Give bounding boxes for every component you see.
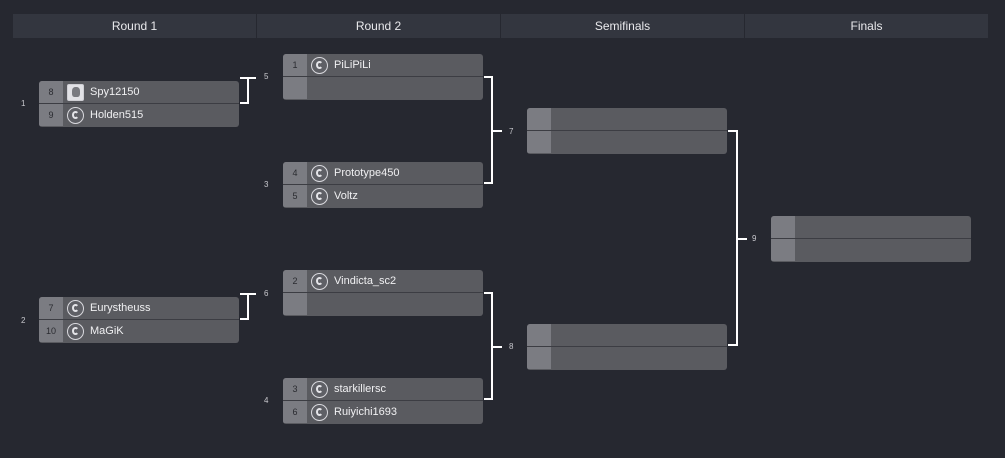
match-number: 2 xyxy=(21,316,26,325)
match-number: 4 xyxy=(264,396,269,405)
seed: 2 xyxy=(283,270,307,292)
match-5[interactable]: 1 PiLiPiLi xyxy=(283,54,483,100)
seed: 8 xyxy=(39,81,63,103)
bracket-connector xyxy=(493,130,502,132)
seed xyxy=(283,293,307,315)
bracket-connector xyxy=(484,76,493,184)
seed xyxy=(283,77,307,99)
match-number: 8 xyxy=(509,342,514,351)
divider xyxy=(283,76,483,77)
match-number: 9 xyxy=(752,234,757,243)
player-name: PiLiPiLi xyxy=(334,59,371,71)
match-7[interactable] xyxy=(527,108,727,154)
seed xyxy=(527,347,551,369)
round-header-round-1: Round 1 xyxy=(13,14,257,38)
divider xyxy=(527,346,727,347)
seed: 4 xyxy=(283,162,307,184)
match-2[interactable]: 7 Eurystheuss 10 MaGiK xyxy=(39,297,239,343)
player-name: Ruiyichi1693 xyxy=(334,406,397,418)
player-slot[interactable]: 7 Eurystheuss xyxy=(39,297,239,319)
player-name: MaGiK xyxy=(90,325,124,337)
divider xyxy=(39,103,239,104)
empty-player-slot[interactable] xyxy=(527,324,727,346)
terran-icon xyxy=(67,323,84,340)
divider xyxy=(283,400,483,401)
bracket-connector xyxy=(240,293,249,320)
avatar-icon xyxy=(67,84,84,101)
empty-player-slot[interactable] xyxy=(527,108,727,130)
player-slot[interactable]: 4 Prototype450 xyxy=(283,162,483,184)
player-name: Eurystheuss xyxy=(90,302,151,314)
player-slot[interactable]: 2 Vindicta_sc2 xyxy=(283,270,483,292)
divider xyxy=(283,184,483,185)
player-name: Spy12150 xyxy=(90,86,140,98)
empty-player-slot[interactable] xyxy=(283,77,483,99)
match-number: 1 xyxy=(21,99,26,108)
divider xyxy=(771,238,971,239)
empty-player-slot[interactable] xyxy=(527,131,727,153)
match-9[interactable] xyxy=(771,216,971,262)
bracket-connector xyxy=(249,293,256,295)
seed: 7 xyxy=(39,297,63,319)
seed: 3 xyxy=(283,378,307,400)
match-number: 3 xyxy=(264,180,269,189)
divider xyxy=(527,130,727,131)
empty-player-slot[interactable] xyxy=(771,216,971,238)
player-slot[interactable]: 1 PiLiPiLi xyxy=(283,54,483,76)
player-slot[interactable]: 10 MaGiK xyxy=(39,320,239,342)
match-number: 7 xyxy=(509,127,514,136)
terran-icon xyxy=(311,188,328,205)
seed xyxy=(771,239,795,261)
terran-icon xyxy=(311,381,328,398)
player-name: Voltz xyxy=(334,190,358,202)
round-header-finals: Finals xyxy=(850,19,883,33)
terran-icon xyxy=(67,300,84,317)
round-header-semifinals: Semifinals xyxy=(501,14,745,38)
match-number: 5 xyxy=(264,72,269,81)
player-slot[interactable]: 9 Holden515 xyxy=(39,104,239,126)
bracket-connector xyxy=(738,238,747,240)
bracket-connector xyxy=(240,77,249,104)
terran-icon xyxy=(311,273,328,290)
empty-player-slot[interactable] xyxy=(771,239,971,261)
empty-player-slot[interactable] xyxy=(283,293,483,315)
player-name: Vindicta_sc2 xyxy=(334,275,397,287)
match-6[interactable]: 2 Vindicta_sc2 xyxy=(283,270,483,316)
seed: 10 xyxy=(39,320,63,342)
seed: 1 xyxy=(283,54,307,76)
seed: 6 xyxy=(283,401,307,423)
player-name: starkillersc xyxy=(334,383,386,395)
terran-icon xyxy=(311,57,328,74)
divider xyxy=(283,292,483,293)
terran-icon xyxy=(311,165,328,182)
match-number: 6 xyxy=(264,289,269,298)
match-8[interactable] xyxy=(527,324,727,370)
empty-player-slot[interactable] xyxy=(527,347,727,369)
match-3[interactable]: 4 Prototype450 5 Voltz xyxy=(283,162,483,208)
seed xyxy=(527,108,551,130)
terran-icon xyxy=(67,107,84,124)
seed xyxy=(771,216,795,238)
bracket-connector xyxy=(249,77,256,79)
seed: 9 xyxy=(39,104,63,126)
seed xyxy=(527,131,551,153)
divider xyxy=(39,319,239,320)
round-header-round-2: Round 2 xyxy=(257,14,501,38)
player-name: Prototype450 xyxy=(334,167,400,179)
match-4[interactable]: 3 starkillersc 6 Ruiyichi1693 xyxy=(283,378,483,424)
player-slot[interactable]: 8 Spy12150 xyxy=(39,81,239,103)
bracket-connector xyxy=(484,292,493,400)
bracket-connector xyxy=(493,346,502,348)
match-1[interactable]: 8 Spy12150 9 Holden515 xyxy=(39,81,239,127)
player-slot[interactable]: 5 Voltz xyxy=(283,185,483,207)
terran-icon xyxy=(311,404,328,421)
bracket-header: Round 1 Round 2 Semifinals Finals xyxy=(13,14,988,38)
player-slot[interactable]: 6 Ruiyichi1693 xyxy=(283,401,483,423)
player-slot[interactable]: 3 starkillersc xyxy=(283,378,483,400)
bracket-connector xyxy=(728,130,738,346)
player-name: Holden515 xyxy=(90,109,144,121)
seed: 5 xyxy=(283,185,307,207)
seed xyxy=(527,324,551,346)
